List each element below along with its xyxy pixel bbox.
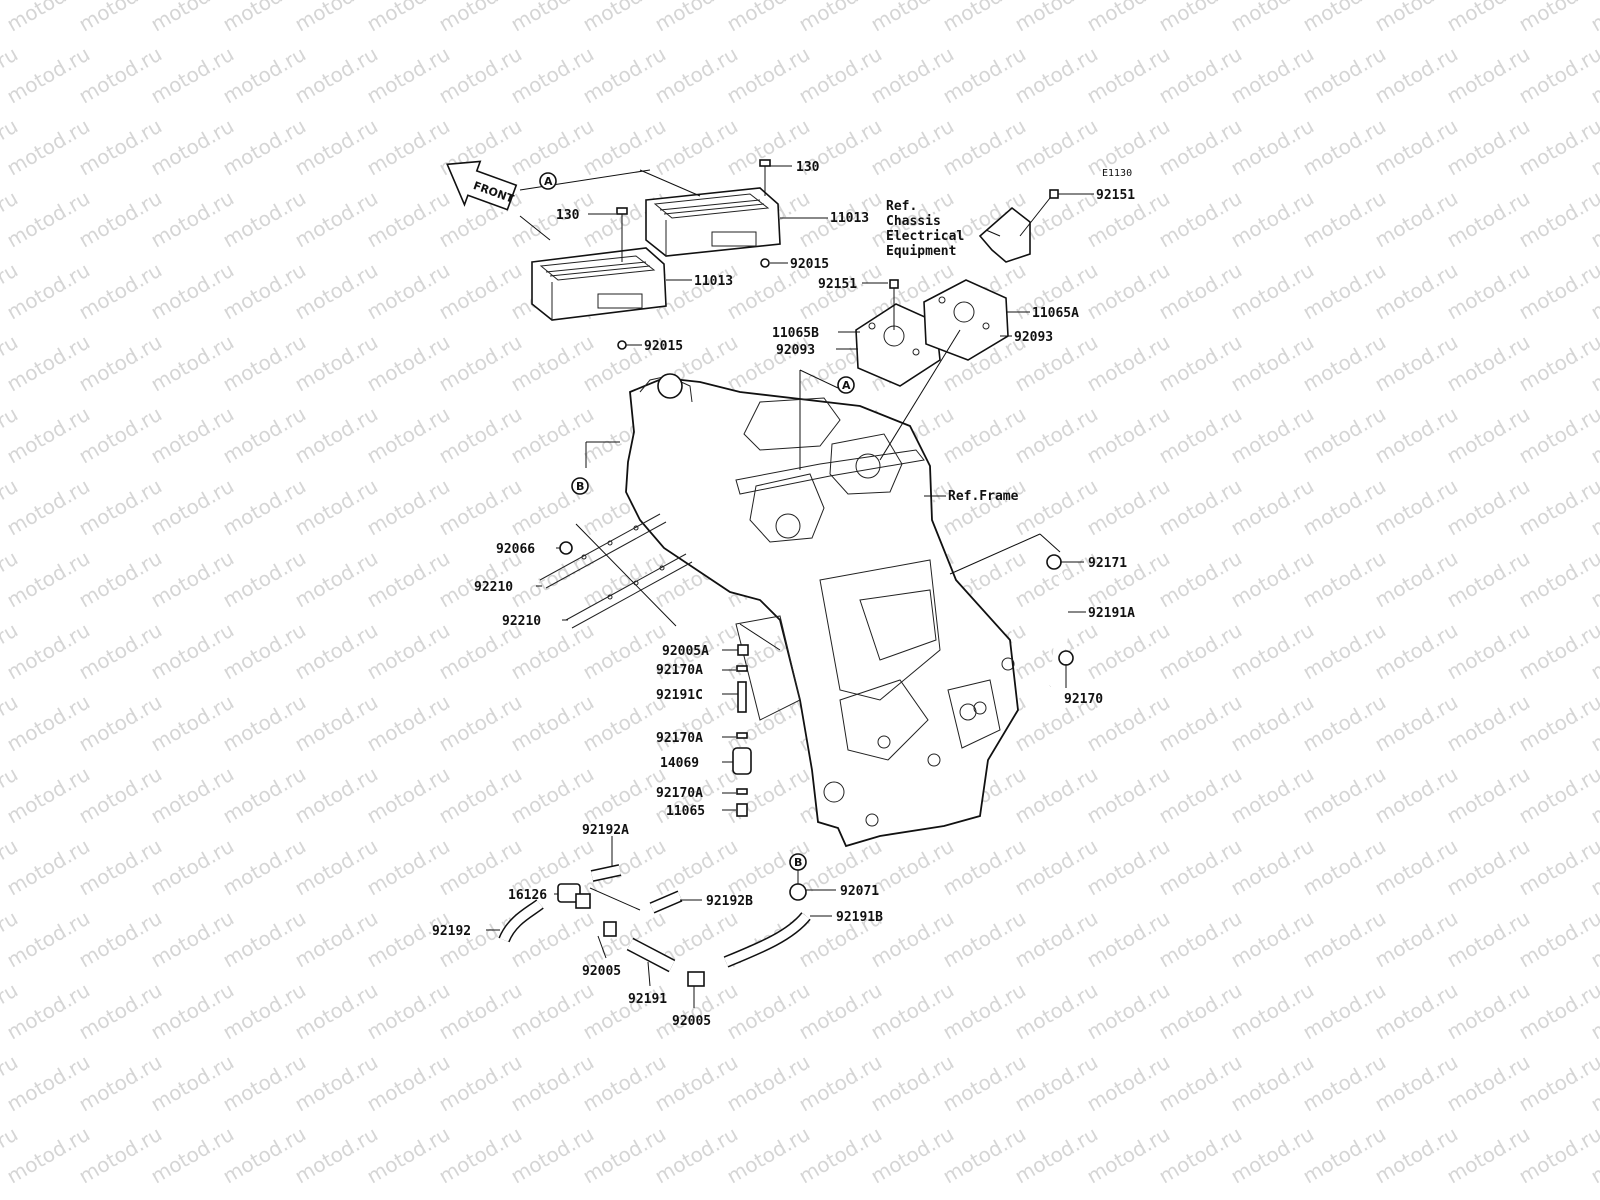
label-92170: 92170	[1064, 692, 1103, 707]
watermark-text: motod.ru	[1443, 1194, 1534, 1200]
watermark-text: motod.ru	[1155, 1194, 1246, 1200]
fuel-filter-chain	[732, 644, 752, 817]
watermark-text: motod.ru	[0, 1194, 22, 1200]
watermark-text: motod.ru	[75, 1194, 166, 1200]
ref-a-marker-frame: A	[837, 376, 855, 394]
label-11065b: 11065B	[772, 326, 819, 341]
ref-a-marker-top: A	[539, 172, 557, 190]
hose-92191a-inner	[1047, 572, 1072, 687]
watermark-text: motod.ru	[219, 1194, 310, 1200]
clamp-92170	[1058, 650, 1074, 666]
label-92192a: 92192A	[582, 823, 629, 838]
ecu-unit-lower	[531, 247, 667, 321]
watermark-text: motod.ru	[1299, 1194, 1390, 1200]
watermark-text: motod.ru	[795, 1194, 886, 1200]
bolt-130-left	[616, 207, 628, 262]
watermark-text: motod.ru	[435, 1194, 526, 1200]
label-11013-top: 11013	[830, 211, 869, 226]
watermark-text: motod.ru	[1011, 1194, 1102, 1200]
nut-92015-lower	[617, 340, 627, 350]
watermark-text: motod.ru	[1227, 1194, 1318, 1200]
watermark-text: motod.ru	[867, 1194, 958, 1200]
label-92066: 92066	[496, 542, 535, 557]
label-92191b: 92191B	[836, 910, 883, 925]
watermark-text: motod.ru	[579, 1194, 670, 1200]
hose-set-bottom	[498, 864, 811, 987]
watermark-text: motod.ru	[1515, 1194, 1600, 1200]
label-11065a: 11065A	[1032, 306, 1079, 321]
svg-text:Ref.: Ref.	[886, 199, 917, 214]
label-92210-b: 92210	[502, 614, 541, 629]
watermark-text: motod.ru	[3, 1194, 94, 1200]
svg-text:Equipment: Equipment	[886, 244, 956, 259]
label-130-left: 130	[556, 208, 580, 223]
svg-text:B: B	[576, 480, 584, 493]
label-92191: 92191	[628, 992, 667, 1007]
svg-text:B: B	[794, 856, 802, 869]
label-92151-mid: 92151	[818, 277, 857, 292]
label-92093-right: 92093	[1014, 330, 1053, 345]
label-92191a: 92191A	[1088, 606, 1135, 621]
label-11013-bottom: 11013	[694, 274, 733, 289]
svg-text:A: A	[842, 379, 851, 392]
label-92170a-2: 92170A	[656, 731, 703, 746]
label-92191c: 92191C	[656, 688, 703, 703]
ref-b-marker-bottom: B	[789, 853, 807, 871]
label-14069: 14069	[660, 756, 699, 771]
svg-text:Electrical: Electrical	[886, 229, 964, 244]
watermark-text: motod.ru	[363, 1194, 454, 1200]
part-labels: 130 130 11013 11013 92015 92015 92151 92…	[432, 160, 1135, 1029]
label-92192b: 92192B	[706, 894, 753, 909]
label-92192: 92192	[432, 924, 471, 939]
watermark-text: motod.ru	[651, 1194, 742, 1200]
watermark-text: motod.ru	[1587, 0, 1600, 36]
label-92170a-3: 92170A	[656, 786, 703, 801]
diagram-code: E1130	[1102, 168, 1132, 179]
nut-92015-upper	[760, 258, 770, 268]
bolt-130-upper	[759, 159, 771, 196]
ecu-unit-upper	[645, 187, 781, 257]
leader-lines	[486, 165, 1094, 1008]
frame-ref-label: Ref.Frame	[948, 489, 1019, 504]
label-92015-bottom: 92015	[644, 339, 683, 354]
watermark-text: motod.ru	[1083, 1194, 1174, 1200]
label-92005a: 92005A	[662, 644, 709, 659]
label-16126: 16126	[508, 888, 547, 903]
grommet-92066	[559, 541, 573, 555]
watermark-text: motod.ru	[723, 1194, 814, 1200]
bracket-ref-chassis	[978, 206, 1031, 263]
label-130-top: 130	[796, 160, 820, 175]
label-92151-top: 92151	[1096, 188, 1135, 203]
watermark-text: motod.ru	[147, 1194, 238, 1200]
label-92093-left: 92093	[776, 343, 815, 358]
label-92005-left: 92005	[582, 964, 621, 979]
strap-92210-lower	[565, 553, 693, 629]
label-11065: 11065	[666, 804, 705, 819]
rubber-mount-11065b	[855, 303, 941, 387]
main-frame	[625, 373, 1019, 848]
watermark-text: motod.ru	[939, 1194, 1030, 1200]
screw-92151-mid	[889, 279, 899, 330]
svg-text:Chassis: Chassis	[886, 214, 941, 229]
label-92005-bottom: 92005	[672, 1014, 711, 1029]
label-92171: 92171	[1088, 556, 1127, 571]
ref-b-marker-frame: B	[571, 477, 589, 495]
watermark-text: motod.ru	[1371, 1194, 1462, 1200]
label-92210-a: 92210	[474, 580, 513, 595]
watermark-text: motod.ru	[291, 1194, 382, 1200]
label-92170a-1: 92170A	[656, 663, 703, 678]
watermark-text: motod.ru	[507, 1194, 598, 1200]
clamp-92171	[1046, 554, 1062, 570]
label-92071: 92071	[840, 884, 879, 899]
label-92015-top: 92015	[790, 257, 829, 272]
chassis-electrical-ref: Ref. Chassis Electrical Equipment	[886, 199, 964, 259]
svg-text:A: A	[544, 175, 553, 188]
